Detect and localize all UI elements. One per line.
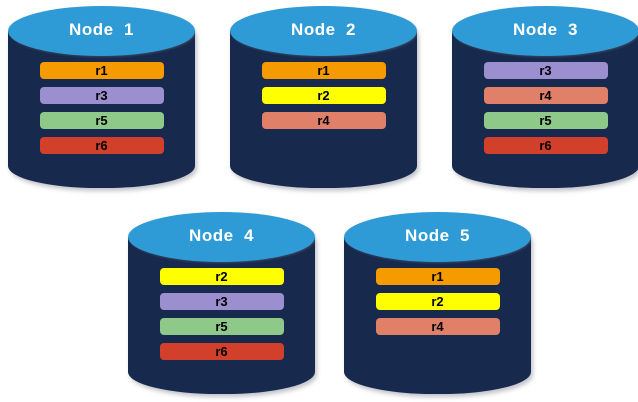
row-bar[interactable]: r6 (159, 343, 284, 360)
database-node[interactable]: Node 3 r3 r4 r5 r6 (452, 6, 638, 188)
row-bar[interactable]: r1 (375, 268, 500, 285)
node-label: Node 1 (69, 20, 134, 39)
row-list: r1 r3 r5 r6 (8, 62, 195, 154)
row-bar[interactable]: r4 (375, 318, 500, 335)
row-bar[interactable]: r2 (261, 87, 386, 104)
node-label: Node 3 (513, 20, 578, 39)
row-bar[interactable]: r3 (159, 293, 284, 310)
row-list: r2 r3 r5 r6 (128, 268, 315, 360)
cylinder-top (230, 6, 417, 56)
row-bar[interactable]: r4 (483, 87, 608, 104)
row-bar[interactable]: r1 (261, 62, 386, 79)
row-bar[interactable]: r3 (39, 87, 164, 104)
cylinder-top (344, 212, 531, 262)
database-node[interactable]: Node 4 r2 r3 r5 r6 (128, 212, 315, 394)
row-bar[interactable]: r5 (39, 112, 164, 129)
row-bar[interactable]: r1 (39, 62, 164, 79)
cylinder-body (8, 31, 195, 188)
node-label: Node 5 (405, 226, 470, 245)
row-bar[interactable]: r2 (375, 293, 500, 310)
row-list: r3 r4 r5 r6 (452, 62, 638, 154)
cylinder-body (344, 237, 531, 394)
row-list: r1 r2 r4 (344, 268, 531, 335)
row-bar[interactable]: r6 (483, 137, 608, 154)
cylinder-body (230, 31, 417, 188)
row-list: r1 r2 r4 (230, 62, 417, 129)
database-node[interactable]: Node 2 r1 r2 r4 (230, 6, 417, 188)
node-label: Node 4 (189, 226, 254, 245)
cylinder-top (128, 212, 315, 262)
cylinder-top (452, 6, 638, 56)
cylinder-top (8, 6, 195, 56)
database-node[interactable]: Node 5 r1 r2 r4 (344, 212, 531, 394)
row-bar[interactable]: r5 (159, 318, 284, 335)
cylinder-body (128, 237, 315, 394)
cylinder-body (452, 31, 638, 188)
row-bar[interactable]: r5 (483, 112, 608, 129)
database-node[interactable]: Node 1 r1 r3 r5 r6 (8, 6, 195, 188)
row-bar[interactable]: r2 (159, 268, 284, 285)
row-bar[interactable]: r4 (261, 112, 386, 129)
row-bar[interactable]: r3 (483, 62, 608, 79)
node-label: Node 2 (291, 20, 356, 39)
row-bar[interactable]: r6 (39, 137, 164, 154)
